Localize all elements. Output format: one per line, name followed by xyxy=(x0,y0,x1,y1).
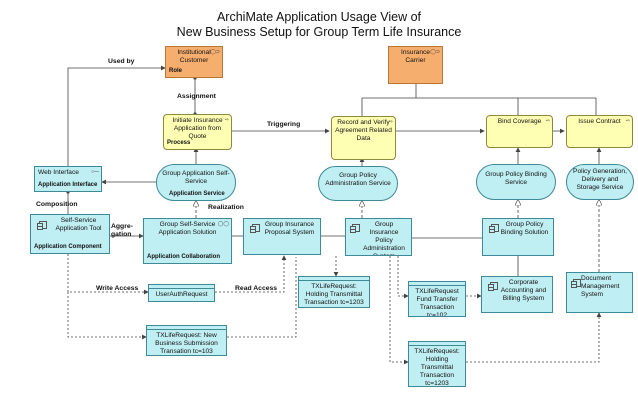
corporate-accounting-billing-system[interactable]: Corporate Accounting and Billing System xyxy=(481,276,553,313)
read-access-line xyxy=(215,255,287,293)
aggregation-label: Aggre- gation xyxy=(111,223,133,238)
fund-transfer-data-object[interactable]: TXLifeRequest Fund Transfer Transaction … xyxy=(408,281,466,317)
triggering-label: Triggering xyxy=(267,121,301,128)
document-management-system[interactable]: Document Management System xyxy=(566,272,633,313)
component-icon xyxy=(489,224,499,233)
process-arrow-icon: ⇨ xyxy=(625,118,630,124)
record-verify-process[interactable]: ⇨ Record and Verify Agreement Related Da… xyxy=(331,116,396,160)
realization-label: Realization xyxy=(208,204,244,211)
composition-label: Composition xyxy=(36,201,78,208)
self-service-application-tool[interactable]: Self-Service Application Tool Applicatio… xyxy=(30,214,110,254)
role-icon: ◯⊃ xyxy=(430,49,440,55)
process-arrow-icon: ⇨ xyxy=(224,117,229,123)
bind-coverage-process[interactable]: ⇨ Bind Coverage xyxy=(486,115,553,148)
component-icon xyxy=(571,279,581,288)
group-insurance-policy-administration-system[interactable]: Group Insurance Policy Administration Sy… xyxy=(345,218,412,256)
process-arrow-icon: ⇨ xyxy=(388,119,393,125)
carrier-assignment-lines xyxy=(361,84,597,116)
group-policy-binding-service[interactable]: Group Policy Binding Service xyxy=(476,164,556,200)
used-by-label: Used by xyxy=(108,58,135,65)
component-icon xyxy=(488,282,498,291)
diagram-title-line1: ArchiMate Application Usage View of xyxy=(216,10,422,24)
group-policy-binding-solution[interactable]: Group Policy Binding Solution xyxy=(482,218,554,256)
read-access-label: Read Access xyxy=(235,285,278,292)
group-insurance-proposal-system[interactable]: Group Insurance Proposal System xyxy=(243,218,321,255)
write-access-label: Write Access xyxy=(96,285,139,292)
assignment-label: Assignment xyxy=(177,93,216,100)
component-icon xyxy=(250,224,260,233)
collaboration-icon: ◯◯ xyxy=(217,221,229,227)
policy-generation-service[interactable]: Policy Generation, Delivery and Storage … xyxy=(566,164,634,200)
group-policy-administration-service[interactable]: Group Policy Administration Service xyxy=(318,166,398,201)
diagram-title-line2: New Business Setup for Group Term Life I… xyxy=(176,25,462,39)
group-application-self-service[interactable]: Group Application Self-Service Applicati… xyxy=(156,164,236,201)
component-icon xyxy=(37,221,47,230)
holding-transmittal-data-object-bottom[interactable]: TXLifeRequest: Holding Transmittal Trans… xyxy=(408,341,466,387)
used-by-line xyxy=(67,65,166,166)
interface-icon: ○— xyxy=(90,169,99,175)
institutional-customer-role[interactable]: ◯⊃ Institutional Customer Role xyxy=(165,46,223,78)
holding-transmittal-data-object-top[interactable]: TXLifeRequest: Holding Transmittal Trans… xyxy=(298,276,370,308)
component-icon xyxy=(350,224,360,233)
process-arrow-icon: ⇨ xyxy=(545,118,550,124)
role-icon: ◯⊃ xyxy=(210,49,220,55)
web-interface[interactable]: ○— Web Interface Application Interface xyxy=(34,166,102,192)
new-business-submission-data-object[interactable]: TXLifeRequest: New Business Submission T… xyxy=(146,325,227,356)
group-self-service-application-solution[interactable]: ◯◯ Group Self-Service Application Soluti… xyxy=(143,218,232,264)
issue-contract-process[interactable]: ⇨ Issue Contract xyxy=(566,115,633,148)
user-auth-request-data-object[interactable]: UserAuthRequest xyxy=(148,284,215,302)
insurance-carrier-role[interactable]: ◯⊃ Insurance Carrier xyxy=(388,46,443,84)
initiate-application-process[interactable]: ⇨ Initiate Insurance Application from Qu… xyxy=(163,114,232,150)
